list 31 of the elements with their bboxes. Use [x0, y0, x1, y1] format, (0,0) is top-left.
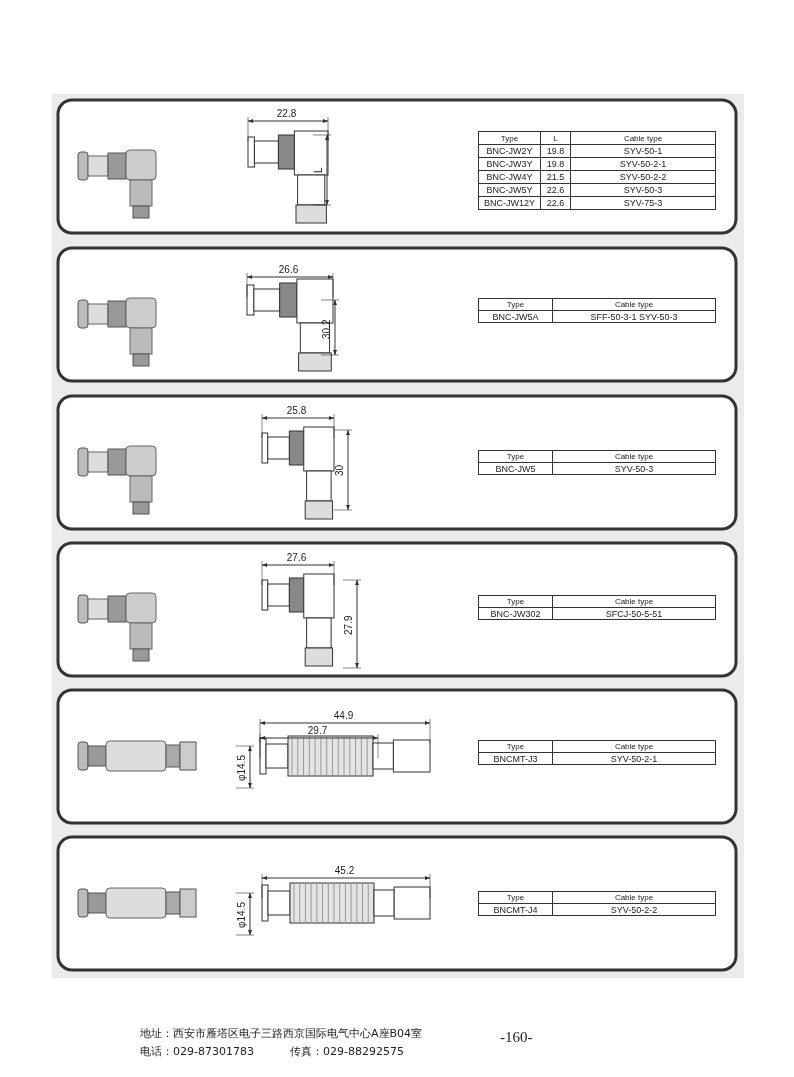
table-cell: BNC-JW5: [478, 462, 553, 475]
fax-text: 传真：029-88292575: [290, 1046, 404, 1057]
table-cell: Cable type: [570, 131, 716, 145]
table-cell: Type: [478, 131, 541, 145]
page-number: -160-: [500, 1030, 533, 1045]
dimension-label: 45.2: [334, 866, 355, 876]
table-cell: SYV-50-2-1: [552, 752, 716, 765]
phone-text: 电话：029-87301783: [140, 1046, 254, 1057]
table-cell: BNC-JW5A: [478, 310, 553, 323]
address-text: 地址：西安市雁塔区电子三路西京国际电气中心A座B04室: [140, 1028, 423, 1039]
table-cell: SYV-75-3: [570, 196, 716, 210]
table-cell: BNC-JW302: [478, 607, 553, 620]
dimension-label: L: [314, 167, 324, 173]
table-cell: SYV-50-2-2: [552, 903, 716, 916]
dimension-label: 29.7: [307, 726, 328, 736]
table-cell: BNCMT-J4: [478, 903, 553, 916]
dimension-label: 27.9: [344, 615, 354, 636]
table-cell: SFCJ-50-5-51: [552, 607, 716, 620]
dimension-label: 27.6: [286, 553, 307, 563]
dimension-label: 26.6: [278, 265, 299, 275]
table-cell: SYV-50-3: [552, 462, 716, 475]
dimension-label: 25.8: [286, 406, 307, 416]
dimension-label: φ14.5: [237, 755, 247, 781]
table-cell: BNCMT-J3: [478, 752, 553, 765]
table-cell: SFF-50-3-1 SYV-50-3: [552, 310, 716, 323]
dimension-label: 44.9: [333, 711, 354, 721]
dimension-label: 22.8: [276, 109, 297, 119]
table-cell: BNC-JW12Y: [478, 196, 541, 210]
dimension-label: φ14.5: [237, 902, 247, 928]
dimension-label: 30: [335, 464, 345, 476]
dimension-label: 30.2: [322, 319, 332, 339]
